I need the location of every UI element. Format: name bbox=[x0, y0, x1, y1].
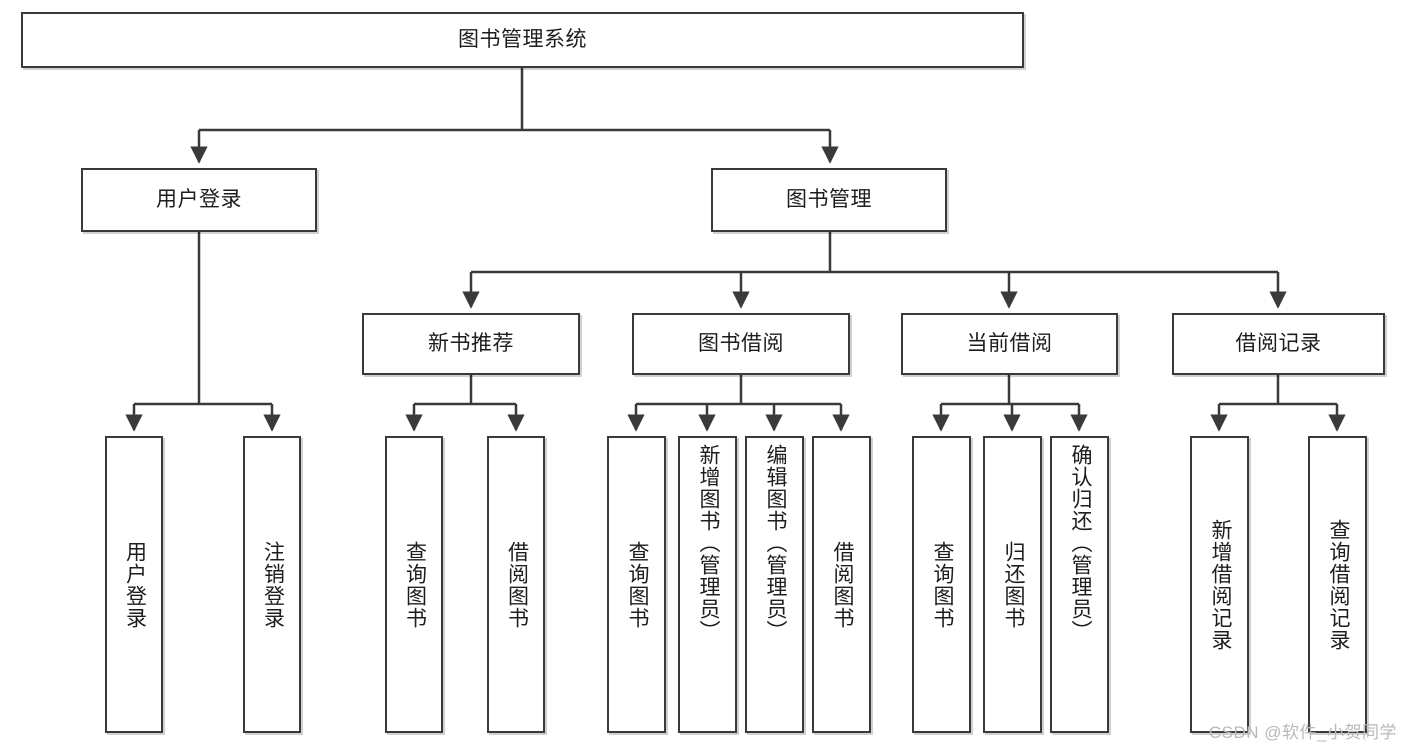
node-leaf-query-book-current-label: 查询图书 bbox=[930, 540, 954, 629]
node-user-login-label: 用户登录 bbox=[156, 188, 242, 212]
node-leaf-user-login-label: 用户登录 bbox=[123, 540, 147, 629]
node-new-book-recommend[interactable]: 新书推荐 bbox=[362, 313, 580, 375]
node-leaf-logout[interactable]: 注销登录 bbox=[243, 436, 301, 733]
node-leaf-add-borrow-record-label: 新增借阅记录 bbox=[1208, 518, 1232, 651]
node-current-borrow[interactable]: 当前借阅 bbox=[901, 313, 1118, 375]
node-leaf-return-book[interactable]: 归还图书 bbox=[983, 436, 1042, 733]
node-book-borrow-label: 图书借阅 bbox=[698, 332, 784, 356]
node-user-login[interactable]: 用户登录 bbox=[81, 168, 317, 232]
node-leaf-add-book-admin[interactable]: 新增图书（管理员） bbox=[678, 436, 737, 733]
node-leaf-borrow-book[interactable]: 借阅图书 bbox=[812, 436, 871, 733]
node-book-management[interactable]: 图书管理 bbox=[711, 168, 947, 232]
csdn-watermark: CSDN @软件_小贺同学 bbox=[1208, 723, 1397, 742]
node-leaf-query-book[interactable]: 查询图书 bbox=[607, 436, 666, 733]
node-current-borrow-label: 当前借阅 bbox=[966, 332, 1053, 356]
node-leaf-query-book-new[interactable]: 查询图书 bbox=[385, 436, 443, 733]
node-book-management-label: 图书管理 bbox=[786, 188, 872, 212]
node-leaf-query-book-label: 查询图书 bbox=[625, 540, 649, 629]
node-leaf-borrow-book-new[interactable]: 借阅图书 bbox=[487, 436, 545, 733]
node-leaf-query-borrow-record-label: 查询借阅记录 bbox=[1326, 518, 1350, 651]
node-new-book-recommend-label: 新书推荐 bbox=[428, 332, 514, 356]
node-borrow-record-label: 借阅记录 bbox=[1235, 332, 1322, 356]
node-book-borrow[interactable]: 图书借阅 bbox=[632, 313, 850, 375]
node-leaf-add-borrow-record[interactable]: 新增借阅记录 bbox=[1190, 436, 1249, 733]
node-leaf-confirm-return-admin[interactable]: 确认归还（管理员） bbox=[1050, 436, 1109, 733]
node-root[interactable]: 图书管理系统 bbox=[21, 12, 1024, 68]
node-leaf-edit-book-admin[interactable]: 编辑图书（管理员） bbox=[745, 436, 804, 733]
node-leaf-query-book-current[interactable]: 查询图书 bbox=[912, 436, 971, 733]
node-leaf-add-book-admin-label: 新增图书（管理员） bbox=[696, 444, 720, 642]
node-leaf-user-login[interactable]: 用户登录 bbox=[105, 436, 163, 733]
node-leaf-confirm-return-admin-label: 确认归还（管理员） bbox=[1068, 444, 1092, 642]
node-root-label: 图书管理系统 bbox=[458, 28, 587, 52]
node-leaf-return-book-label: 归还图书 bbox=[1001, 540, 1025, 629]
node-leaf-query-borrow-record[interactable]: 查询借阅记录 bbox=[1308, 436, 1367, 733]
node-borrow-record[interactable]: 借阅记录 bbox=[1172, 313, 1385, 375]
node-leaf-query-book-new-label: 查询图书 bbox=[403, 540, 427, 629]
node-leaf-logout-label: 注销登录 bbox=[261, 540, 285, 629]
node-leaf-edit-book-admin-label: 编辑图书（管理员） bbox=[763, 444, 787, 642]
node-leaf-borrow-book-new-label: 借阅图书 bbox=[505, 540, 529, 629]
node-leaf-borrow-book-label: 借阅图书 bbox=[830, 540, 854, 629]
